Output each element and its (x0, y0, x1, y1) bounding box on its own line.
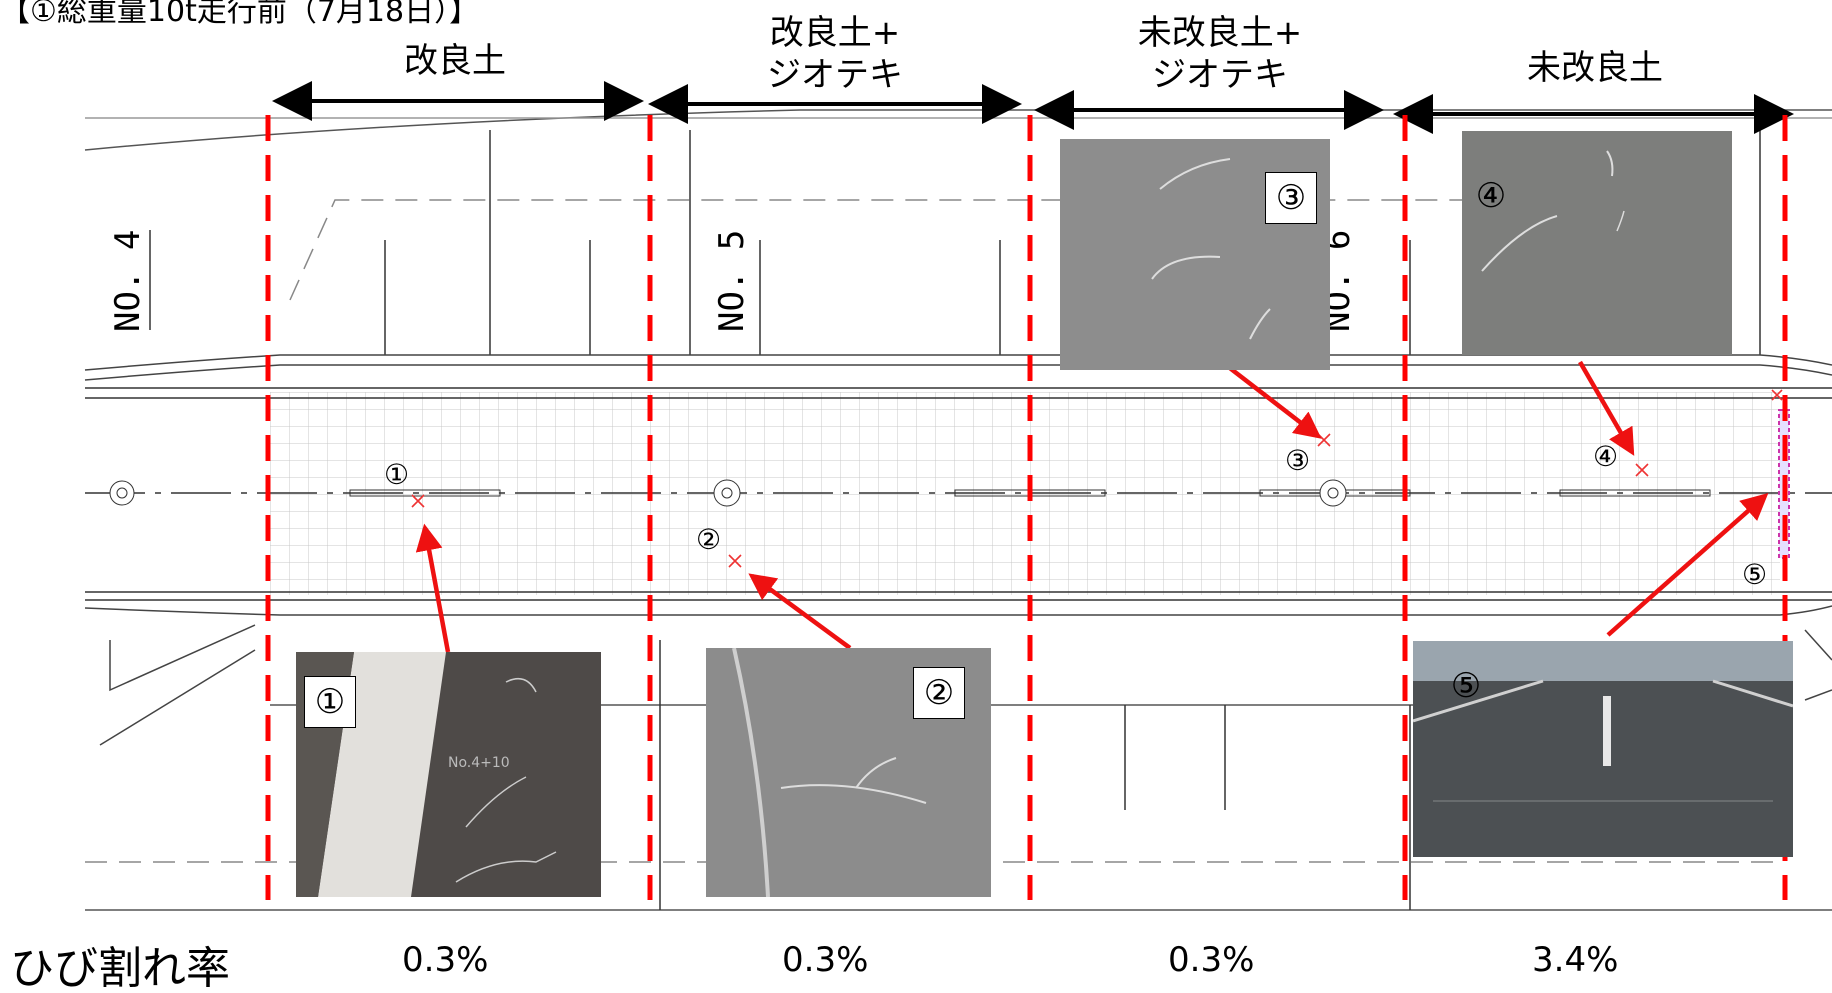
section-label-2-line1: 改良土+ (769, 13, 901, 53)
crack-photo-4: ④ (1462, 131, 1732, 355)
page-title: 【①総重量10t走行前（7月18日）】 (0, 0, 480, 29)
photo-pointer-arrows (415, 360, 1769, 653)
section-label-3-line1: 未改良土+ (1137, 13, 1303, 53)
crack-photo-2: ② (706, 648, 991, 897)
crack-photo-5: ⑤ (1413, 641, 1793, 857)
crack-rate-section-2: 0.3% (782, 940, 869, 980)
photo-label-1: ① (304, 676, 356, 728)
crack-rate-label: ひび割れ率 (10, 943, 230, 993)
photo-note: No.4+10 (448, 755, 510, 771)
section-label-3-line2: ジオテキ (1152, 55, 1288, 95)
carriageway (85, 387, 1832, 601)
marker-label-2: ② (696, 523, 722, 556)
section-label-1-line1: 改良土 (404, 41, 506, 81)
crack-rate-section-4: 3.4% (1532, 940, 1619, 980)
section-span-arrows (272, 81, 1794, 134)
crack-rate-section-1: 0.3% (402, 940, 489, 980)
station-label-no4: NO. 4 (108, 229, 148, 332)
photo-label-5: ⑤ (1450, 666, 1482, 706)
crack-photo-3: ③ (1060, 139, 1330, 370)
section-label-4: 未改良土 (1500, 47, 1690, 89)
crack-photo-1: No.4+10 ① (296, 652, 601, 897)
section-label-3: 未改良土+ ジオテキ (1120, 12, 1320, 96)
section-label-2-line2: ジオテキ (767, 55, 903, 95)
section-label-2: 改良土+ ジオテキ (740, 12, 930, 96)
section-label-1: 改良土 (380, 40, 530, 82)
section-label-4-line1: 未改良土 (1527, 48, 1663, 88)
photo-label-4: ④ (1475, 176, 1507, 216)
photo-label-3: ③ (1265, 172, 1317, 224)
marker-label-5: ⑤ (1742, 558, 1768, 591)
crack-photo-5-image (1413, 641, 1793, 857)
crack-rate-section-3: 0.3% (1168, 940, 1255, 980)
marker-label-1: ① (384, 458, 410, 491)
station-label-no5: NO. 5 (712, 229, 752, 332)
photo-label-2: ② (913, 667, 965, 719)
crack-photo-4-image (1462, 131, 1732, 355)
marker-label-4: ④ (1593, 440, 1619, 473)
marker-label-3: ③ (1285, 444, 1311, 477)
